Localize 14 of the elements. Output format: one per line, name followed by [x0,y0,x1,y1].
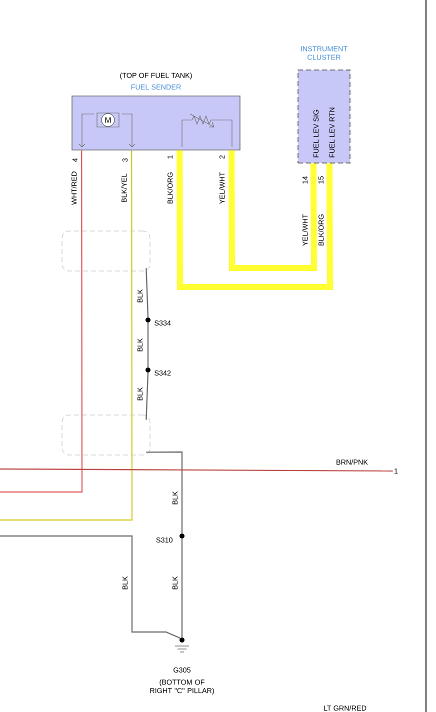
shield-cylinder [62,230,150,272]
wire [146,372,149,420]
sender-internals-drawing: M [78,112,232,148]
wire [0,150,83,493]
wire [147,322,149,368]
wire [176,150,333,290]
wire [228,150,317,271]
wire [0,150,133,521]
wire [0,468,393,472]
wire [0,535,180,639]
wire [181,538,183,638]
wire [146,451,183,534]
wire [146,268,149,318]
shield-cylinder [62,414,150,456]
